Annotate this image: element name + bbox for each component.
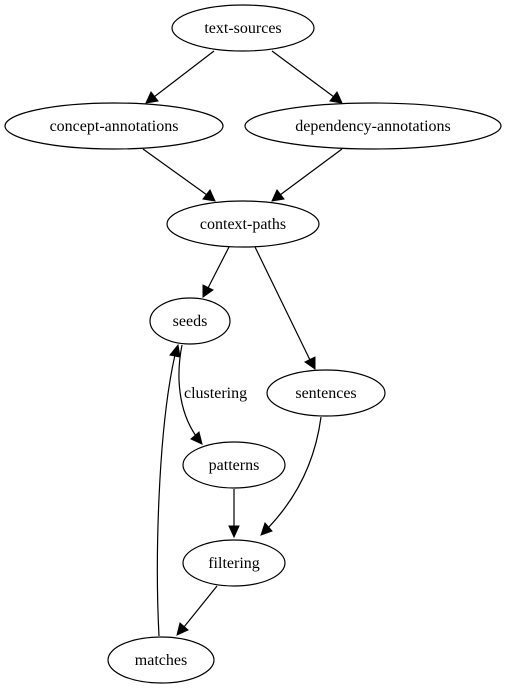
node-shape <box>166 200 320 248</box>
node-shape <box>266 369 386 417</box>
node-shape <box>244 102 502 150</box>
edge-filtering-to-matches <box>183 585 218 628</box>
arrowhead <box>176 622 189 636</box>
node-label: sentences <box>295 385 356 402</box>
arrowhead <box>202 284 214 298</box>
arrowhead <box>329 91 343 104</box>
edge-context-paths-to-seeds <box>207 246 230 289</box>
node-concept-annotations: concept-annotations <box>4 102 224 150</box>
node-shape <box>182 441 286 489</box>
node-label: dependency-annotations <box>295 118 451 135</box>
node-dependency-annotations: dependency-annotations <box>244 102 502 150</box>
node-shape <box>182 539 286 587</box>
arrowhead <box>260 522 273 536</box>
edge-text-sources-to-concept-annotations <box>153 50 215 98</box>
arrowhead <box>202 189 216 202</box>
node-label: filtering <box>208 555 260 572</box>
arrowhead <box>304 356 316 370</box>
node-filtering: filtering <box>182 539 286 587</box>
clustering-edge-label: clustering <box>184 385 247 402</box>
arrowhead <box>228 525 240 539</box>
edge-sentences-to-filtering <box>267 416 322 529</box>
node-shape <box>107 636 215 684</box>
node-shape <box>171 4 315 52</box>
arrowhead <box>190 431 203 445</box>
edge-dependency-annotations-to-context-paths <box>279 148 343 196</box>
node-patterns: patterns <box>182 441 286 489</box>
node-label: text-sources <box>204 20 281 37</box>
node-shape <box>4 102 224 150</box>
edge-text-sources-to-dependency-annotations <box>271 50 335 98</box>
node-label: context-paths <box>200 216 286 233</box>
arrowhead <box>169 343 181 358</box>
arrowhead <box>145 91 159 104</box>
arrowhead <box>271 189 285 202</box>
node-shape <box>149 297 231 345</box>
edges: clustering <box>142 50 343 637</box>
node-label: concept-annotations <box>50 118 179 135</box>
node-text-sources: text-sources <box>171 4 315 52</box>
node-label: matches <box>135 652 187 669</box>
node-label: seeds <box>173 313 208 330</box>
edge-matches-to-seeds <box>156 354 176 637</box>
node-matches: matches <box>107 636 215 684</box>
node-context-paths: context-paths <box>166 200 320 248</box>
edge-concept-annotations-to-context-paths <box>142 148 208 196</box>
edge-seeds-to-patterns <box>178 344 197 437</box>
node-sentences: sentences <box>266 369 386 417</box>
edge-context-paths-to-sentences <box>254 246 311 361</box>
node-label: patterns <box>209 457 260 474</box>
node-seeds: seeds <box>149 297 231 345</box>
nodes: text-sources concept-annotations depende… <box>4 4 502 684</box>
